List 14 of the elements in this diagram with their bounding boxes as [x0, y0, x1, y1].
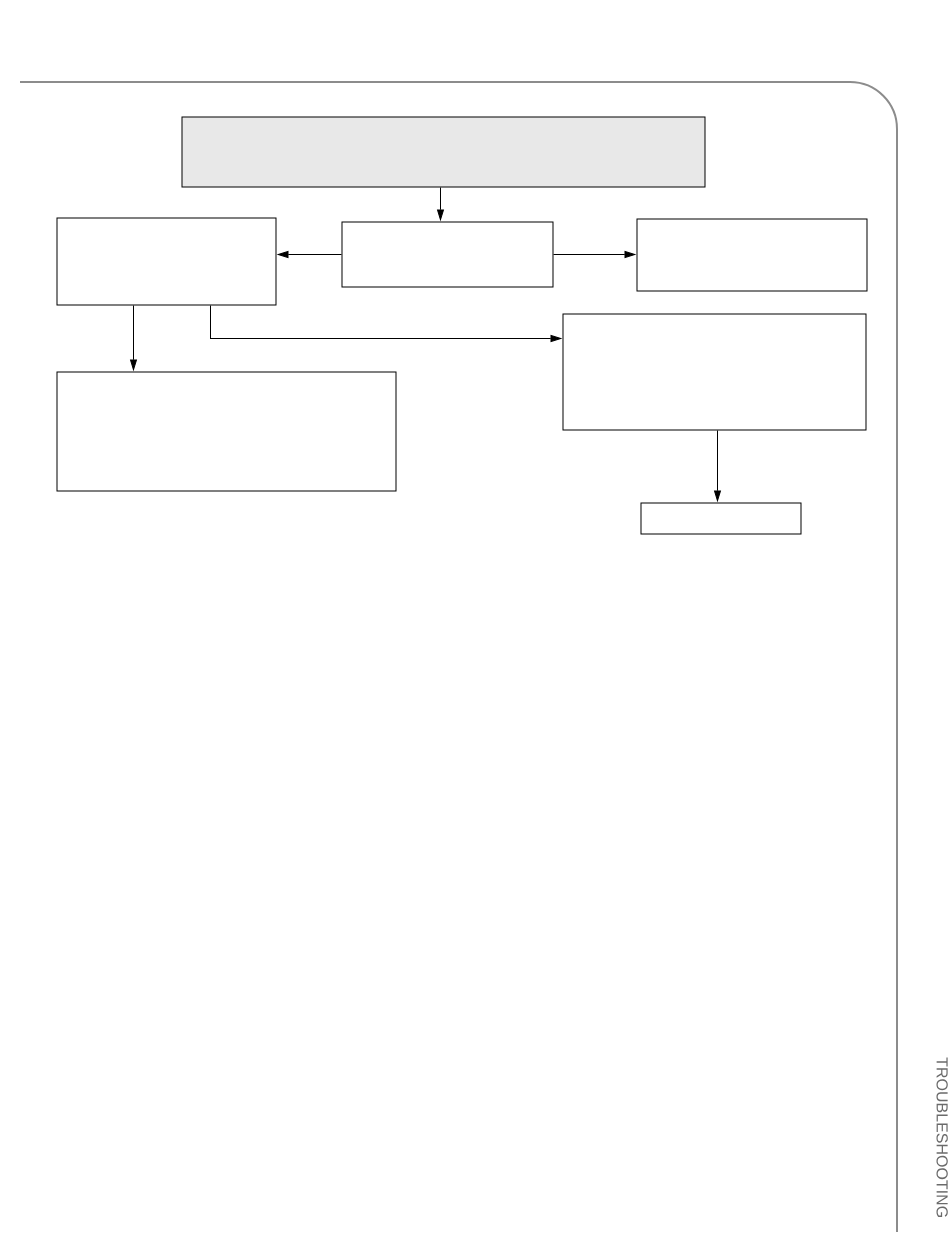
flow-box: [640, 502, 802, 535]
arrow: [714, 430, 721, 502]
flow-box: [181, 116, 706, 188]
flow-box: [341, 221, 554, 288]
arrow: [277, 251, 342, 258]
arrow: [210, 305, 562, 342]
arrow: [437, 187, 444, 221]
flow-box: [56, 371, 397, 492]
flow-box: [562, 313, 867, 431]
flow-box: [636, 218, 868, 292]
arrow: [553, 251, 636, 258]
arrow: [130, 305, 137, 371]
side-tab-label: TROUBLESHOOTING: [936, 1057, 948, 1217]
flow-box: [56, 217, 277, 306]
